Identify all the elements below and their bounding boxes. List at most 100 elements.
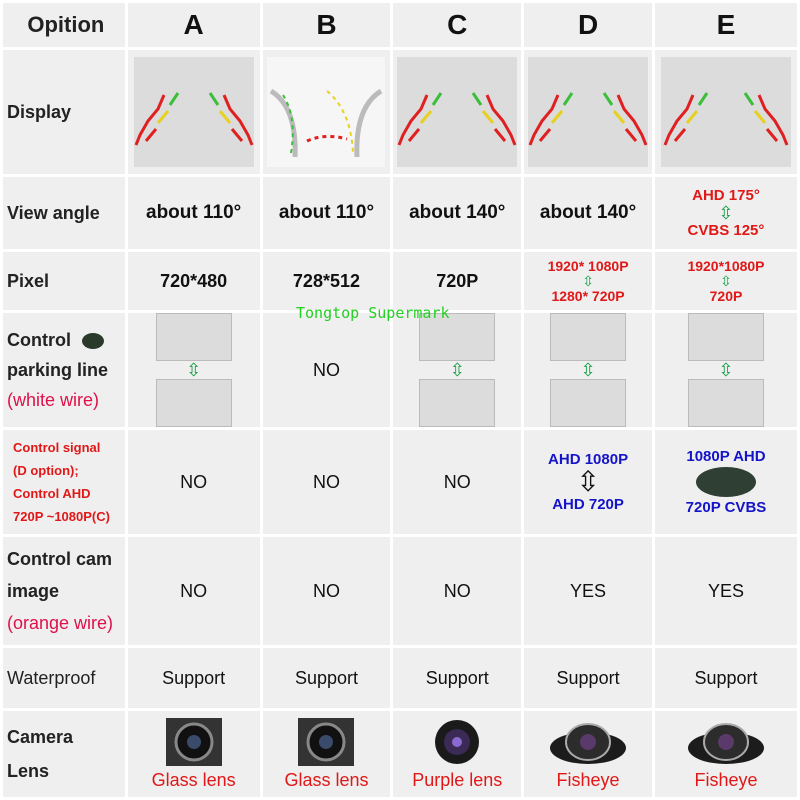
control-signal-e-top: 1080P AHD xyxy=(686,447,766,465)
parking-guide-image xyxy=(660,57,791,167)
control-signal-d-bottom: AHD 720P xyxy=(552,496,624,513)
control-cam-label: Control cam image (orange wire) xyxy=(3,537,125,645)
header-row: Opition A B C D E xyxy=(3,3,797,47)
control-signal-line-4: 720P ~1080P(C) xyxy=(13,509,110,524)
display-e xyxy=(654,50,797,174)
car-camera-image xyxy=(550,313,627,361)
up-down-arrow-icon: ⇳ xyxy=(576,466,600,497)
display-d xyxy=(524,50,652,174)
lens-c: Purple lens xyxy=(393,711,522,797)
glass-lens-icon xyxy=(298,717,355,766)
pixel-d-top: 1920* 1080P xyxy=(547,257,629,274)
pixel-label: Pixel xyxy=(3,252,125,310)
up-down-arrow-icon: ⇳ xyxy=(186,360,202,380)
display-a xyxy=(127,50,260,174)
view-angle-row: View angle about 110° about 110° about 1… xyxy=(3,177,797,249)
control-cam-c: NO xyxy=(393,537,522,645)
control-signal-c: NO xyxy=(393,430,522,534)
up-down-arrow-icon: ⇳ xyxy=(718,360,734,380)
control-signal-line-3: Control AHD xyxy=(13,486,91,501)
waterproof-b: Support xyxy=(262,648,391,708)
option-header: Opition xyxy=(3,3,125,47)
display-label: Display xyxy=(3,50,125,174)
up-down-arrow-icon: ⇳ xyxy=(449,360,465,380)
control-signal-d-top: AHD 1080P xyxy=(548,450,629,468)
waterproof-c: Support xyxy=(393,648,522,708)
control-line-a: ⇳ xyxy=(127,313,260,427)
col-c-header: C xyxy=(393,3,522,47)
lens-e-name: Fisheye xyxy=(694,769,758,790)
col-e-header: E xyxy=(654,3,797,47)
control-cam-b: NO xyxy=(262,537,391,645)
pixel-d-bottom: 1280* 720P xyxy=(551,288,625,304)
view-angle-e-bottom: CVBS 125° xyxy=(687,222,765,239)
waterproof-label: Waterproof xyxy=(3,648,125,708)
view-angle-d: about 140° xyxy=(524,177,652,249)
control-signal-e-bottom: 720P CVBS xyxy=(685,499,767,516)
lens-a: Glass lens xyxy=(127,711,260,797)
view-angle-c: about 140° xyxy=(393,177,522,249)
lens-d-name: Fisheye xyxy=(556,769,620,790)
wire-bundle-icon xyxy=(695,467,756,497)
view-angle-label: View angle xyxy=(3,177,125,249)
parking-guide-image xyxy=(397,57,518,167)
pixel-c: 720P xyxy=(393,252,522,310)
control-line-label-2: parking line xyxy=(7,360,109,380)
view-angle-b: about 110° xyxy=(262,177,391,249)
view-angle-e-top: AHD 175° xyxy=(692,186,760,204)
lens-label: Camera Lens xyxy=(3,711,125,797)
display-b xyxy=(262,50,391,174)
control-signal-b: NO xyxy=(262,430,391,534)
lens-b: Glass lens xyxy=(262,711,391,797)
parking-guide-image xyxy=(528,57,649,167)
waterproof-e: Support xyxy=(654,648,797,708)
control-line-label-3: (white wire) xyxy=(7,390,100,410)
view-angle-a: about 110° xyxy=(127,177,260,249)
up-down-arrow-icon: ⇳ xyxy=(582,273,594,289)
pixel-e: 1920*1080P ⇳ 720P xyxy=(654,252,797,310)
car-camera-image xyxy=(155,379,232,427)
pixel-e-top: 1920*1080P xyxy=(687,257,765,274)
control-signal-label: Control signal (D option); Control AHD 7… xyxy=(3,430,125,534)
control-line-label: Control parking line (white wire) xyxy=(3,313,125,427)
pixel-b: 728*512 xyxy=(262,252,391,310)
car-camera-image xyxy=(687,379,764,427)
display-row: Display xyxy=(3,50,797,174)
pixel-a: 720*480 xyxy=(127,252,260,310)
watermark-text: Tongtop Supermark xyxy=(296,304,450,322)
car-camera-image xyxy=(155,313,232,361)
control-line-e: ⇳ xyxy=(654,313,797,427)
control-cam-e: YES xyxy=(654,537,797,645)
fisheye-lens-icon xyxy=(550,722,627,764)
fisheye-lens-icon xyxy=(687,722,764,764)
lens-label-2: Lens xyxy=(7,761,50,781)
control-signal-d: AHD 1080P ⇳ AHD 720P xyxy=(524,430,652,534)
up-down-arrow-icon: ⇳ xyxy=(720,273,732,289)
purple-lens-icon xyxy=(435,719,480,764)
parking-guide-image xyxy=(133,57,254,167)
control-cam-label-1: Control cam xyxy=(7,549,113,569)
lens-row: Camera Lens Glass lens Glass lens Purple… xyxy=(3,711,797,797)
control-cam-label-3: (orange wire) xyxy=(7,613,114,633)
view-angle-e: AHD 175° ⇳ CVBS 125° xyxy=(654,177,797,249)
control-line-d: ⇳ xyxy=(524,313,652,427)
control-cam-row: Control cam image (orange wire) NO NO NO… xyxy=(3,537,797,645)
pixel-e-bottom: 720P xyxy=(709,288,743,304)
lens-d: Fisheye xyxy=(524,711,652,797)
col-a-header: A xyxy=(127,3,260,47)
control-cam-d: YES xyxy=(524,537,652,645)
lens-b-name: Glass lens xyxy=(284,769,369,790)
waterproof-d: Support xyxy=(524,648,652,708)
control-signal-e: 1080P AHD 720P CVBS xyxy=(654,430,797,534)
car-camera-image xyxy=(550,379,627,427)
dynamic-guide-image xyxy=(267,57,386,167)
control-line-label-1: Control xyxy=(7,330,71,350)
control-line-c: ⇳ xyxy=(393,313,522,427)
control-cam-a: NO xyxy=(127,537,260,645)
car-camera-image xyxy=(419,379,496,427)
control-line-row: Control parking line (white wire) ⇳ NO ⇳… xyxy=(3,313,797,427)
control-signal-row: Control signal (D option); Control AHD 7… xyxy=(3,430,797,534)
control-cam-label-2: image xyxy=(7,581,60,601)
waterproof-a: Support xyxy=(127,648,260,708)
pixel-row: Pixel 720*480 728*512 720P 1920* 1080P ⇳… xyxy=(3,252,797,310)
